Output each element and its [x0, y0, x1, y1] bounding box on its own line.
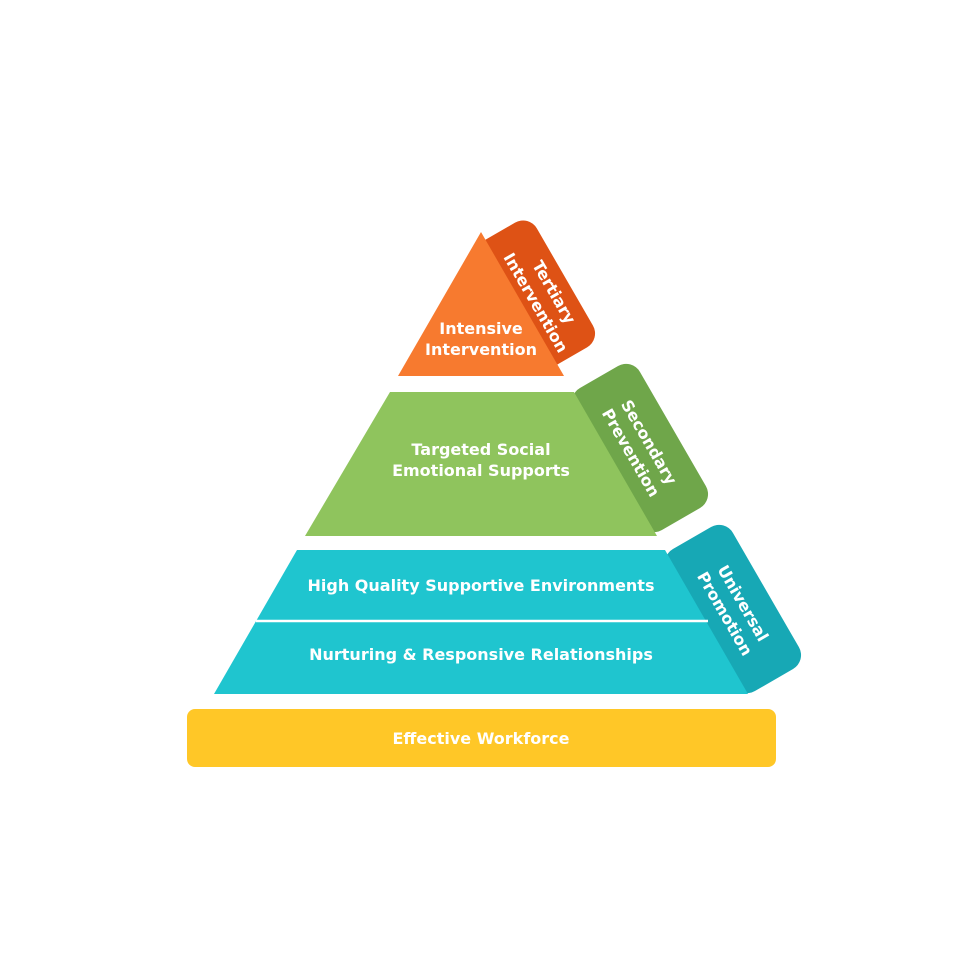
foundation-bar-shape: [187, 709, 776, 767]
universal-tab: Universal Promotion: [664, 524, 802, 694]
bottom-tier-lower-label: Nurturing & Responsive Relationships: [309, 645, 653, 664]
middle-tier-label-line2: Emotional Supports: [392, 461, 570, 480]
top-tier-shape: [398, 232, 564, 376]
middle-tier: Targeted Social Emotional Supports: [305, 392, 657, 536]
foundation-label: Effective Workforce: [393, 729, 570, 748]
secondary-tab-shape: [571, 363, 709, 533]
bottom-tier-upper-label: High Quality Supportive Environments: [308, 576, 655, 595]
top-tier-label-line2: Intervention: [425, 340, 537, 359]
foundation-bar: Effective Workforce: [187, 709, 776, 767]
middle-tier-label-line1: Targeted Social: [411, 440, 550, 459]
top-tier-label-line1: Intensive: [439, 319, 523, 338]
bottom-tier: High Quality Supportive Environments Nur…: [214, 550, 748, 694]
middle-tier-shape: [305, 392, 657, 536]
top-tier: Intensive Intervention: [398, 232, 564, 376]
universal-tab-shape: [664, 524, 802, 694]
tertiary-tab-shape: [468, 220, 596, 372]
